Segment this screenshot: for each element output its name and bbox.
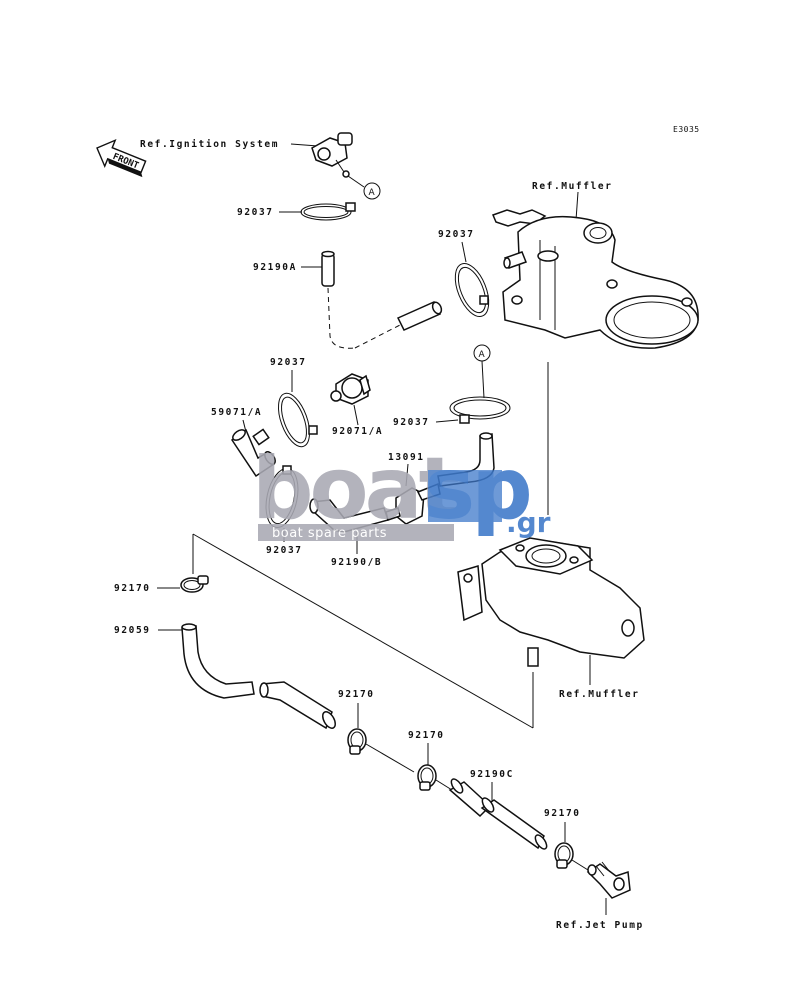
ref-jet-pump-label: Ref.Jet Pump [556,920,644,931]
watermark-brand-accent: sp [424,439,529,539]
ref-ignition-system-label: Ref.Ignition System [140,139,279,150]
hose-clamp-left [180,575,209,593]
band-clip-left [277,392,318,448]
part-92170-left-label: 92170 [114,583,151,594]
part-92037-right-label: 92037 [393,417,430,428]
ref-muffler-top-label: Ref.Muffler [532,181,613,192]
part-92037-bottom-label: 92037 [266,545,303,556]
part-92037-muffler-label: 92037 [438,229,475,240]
diagram-code: E3035 [673,125,700,134]
watermark-brand: boat [252,439,459,539]
band-clip-top [300,202,356,221]
svg-text:A: A [369,188,376,198]
hose-92059 [181,623,336,730]
front-arrow-icon: FRONT [96,138,147,178]
fitting-92071a [330,373,371,405]
part-92059-label: 92059 [114,625,151,636]
band-clip-right [449,396,511,424]
ignition-fitting [311,132,353,178]
part-92170-3-label: 92170 [544,808,581,819]
part-92037-top-label: 92037 [237,207,274,218]
hose-92190a [321,250,443,349]
watermark: boat sp .gr boat spare parts [252,439,551,541]
leader-line [290,143,319,147]
callout-a-right: A [473,344,491,362]
hose-clamp-2 [417,764,437,791]
hose-clamp-3 [554,842,574,869]
part-92071a-label: 92071/A [332,426,383,437]
part-92170-2-label: 92170 [408,730,445,741]
part-92190b-label: 92190/B [331,557,382,568]
callout-a-top: A [363,182,381,200]
part-59071a-label: 59071/A [211,407,262,418]
part-92190c-label: 92190C [470,769,514,780]
part-92170-1-label: 92170 [338,689,375,700]
watermark-domain: .gr [506,506,551,539]
part-92190a-label: 92190A [253,262,297,273]
svg-text:A: A [479,350,486,360]
watermark-tagline: boat spare parts [272,526,387,541]
part-92037-left-label: 92037 [270,357,307,368]
ref-muffler-bottom-label: Ref.Muffler [559,689,640,700]
hose-clamp-1 [347,728,367,755]
band-clip-muffler [454,263,490,317]
part-13091-label: 13091 [388,452,425,463]
elbow-59071a [230,428,276,478]
jet-pump-fitting [586,861,631,899]
muffler-top [491,209,699,349]
hose-92190c [448,778,548,850]
muffler-bottom [457,537,645,667]
